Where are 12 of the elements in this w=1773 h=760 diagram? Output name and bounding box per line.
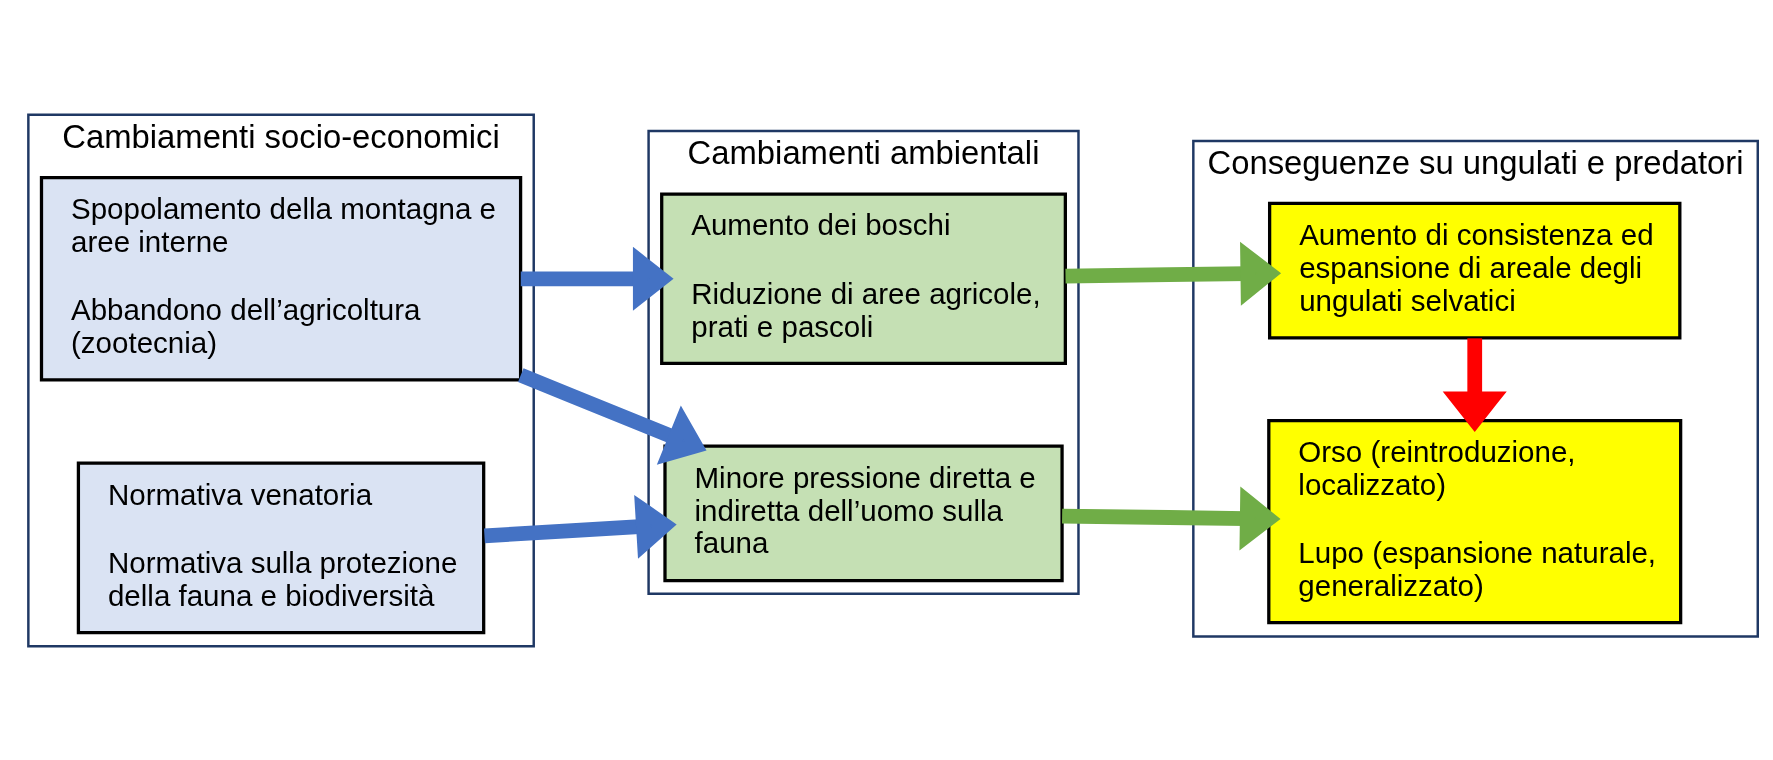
node-box: Aumento di consistenza ed espansione di areale degli ungulati selvatici [1268, 201, 1682, 339]
node-box: Normativa venatoria Normativa sulla protezione della fauna e biodiversità [76, 461, 486, 634]
arrow [484, 494, 677, 559]
node-box: Aumento dei boschi Riduzione di aree agricole, prati e pascoli [660, 191, 1067, 365]
node-box: Orso (reintroduzione, localizzato) Lupo (espansione naturale, generalizzato) [1267, 418, 1683, 624]
arrow [1065, 241, 1282, 306]
arrow [518, 367, 707, 465]
node-box: Minore pressione diretta e indiretta dell’uomo sulla fauna [663, 444, 1064, 582]
arrow [520, 246, 674, 311]
arrow [1442, 337, 1507, 432]
node-box: Spopolamento della montagna e aree interne Abbandono dell’agricoltura (zootecnia) [39, 175, 523, 381]
arrow [1062, 485, 1281, 550]
